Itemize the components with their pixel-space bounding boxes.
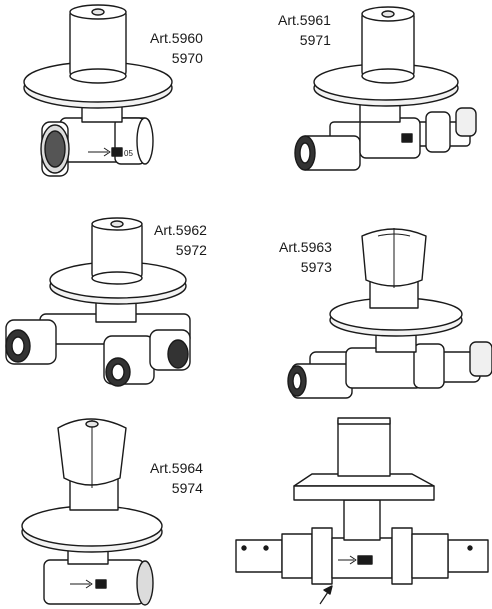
label-5960: Art.5960 5970 [150, 28, 203, 68]
valve-5961-icon [294, 6, 477, 171]
alt-code: 5971 [299, 32, 331, 48]
valve-5963-icon [287, 228, 492, 399]
alt-code: 5972 [175, 242, 207, 258]
label-5962: Art.5962 5972 [154, 220, 207, 260]
alt-code: 5970 [171, 50, 203, 66]
valve-5964-icon [21, 418, 163, 606]
art-code: Art.5964 [150, 460, 203, 476]
valve-5960-icon: 05 [23, 4, 173, 177]
art-code: Art.5963 [279, 239, 332, 255]
label-5961: Art.5961 5971 [278, 10, 331, 50]
valve-front-view-icon [235, 417, 489, 605]
art-code: Art.5960 [150, 30, 203, 46]
label-5963: Art.5963 5973 [279, 237, 332, 277]
alt-code: 5973 [300, 259, 332, 275]
label-5964: Art.5964 5974 [150, 458, 203, 498]
valve-5962-icon [5, 217, 191, 387]
art-code: Art.5962 [154, 222, 207, 238]
art-code: Art.5961 [278, 12, 331, 28]
body-marking: 05 [124, 149, 133, 158]
alt-code: 5974 [171, 480, 203, 496]
